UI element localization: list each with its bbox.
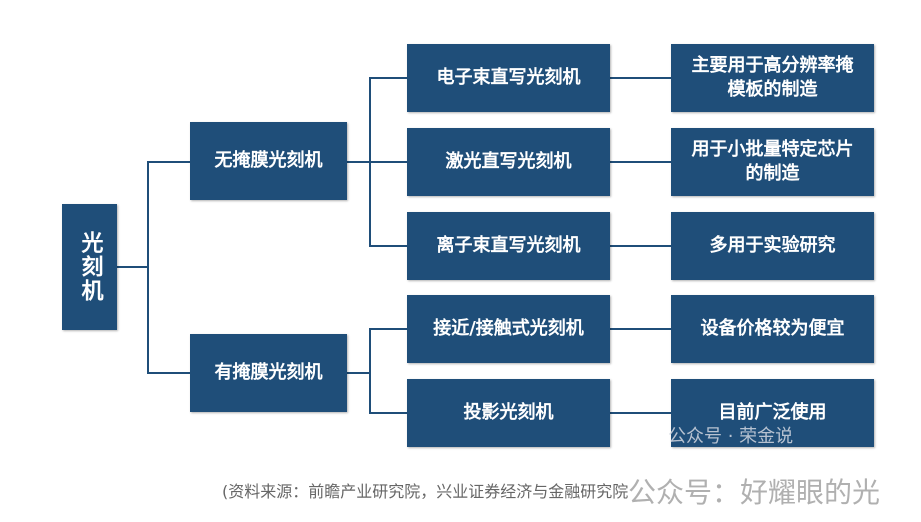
connector — [117, 266, 148, 268]
desc-projection: 目前广泛使用 — [671, 379, 874, 447]
node-maskless: 无掩膜光刻机 — [190, 122, 347, 200]
connector — [147, 372, 190, 374]
desc-ebeam: 主要用于高分辨率掩模板的制造 — [671, 44, 874, 112]
connector — [610, 77, 671, 79]
node-mask: 有掩膜光刻机 — [190, 334, 347, 412]
node-projection: 投影光刻机 — [407, 379, 610, 447]
connector — [610, 245, 671, 247]
desc-proximity-contact: 设备价格较为便宜 — [671, 295, 874, 363]
root-node: 光刻机 — [62, 204, 117, 330]
connector — [369, 328, 407, 330]
connector — [347, 372, 371, 374]
connector — [369, 412, 407, 414]
connector — [369, 245, 407, 247]
connector — [610, 161, 671, 163]
connector — [147, 161, 149, 374]
connector — [347, 161, 371, 163]
node-ion-beam: 离子束直写光刻机 — [407, 212, 610, 280]
connector — [610, 328, 671, 330]
watermark-top: 公众号 · 荣金说 — [668, 426, 794, 447]
source-caption: (资料来源：前瞻产业研究院，兴业证券经济与金融研究院 — [222, 482, 629, 501]
watermark-bottom: 公众号：好耀眼的光 — [628, 476, 881, 509]
connector — [369, 161, 407, 163]
connector — [610, 412, 671, 414]
connector — [147, 161, 190, 163]
connector — [369, 328, 371, 414]
desc-ion-beam: 多用于实验研究 — [671, 212, 874, 280]
connector — [369, 77, 407, 79]
node-ebeam: 电子束直写光刻机 — [407, 44, 610, 112]
node-proximity-contact: 接近/接触式光刻机 — [407, 295, 610, 363]
node-laser: 激光直写光刻机 — [407, 128, 610, 196]
desc-laser: 用于小批量特定芯片的制造 — [671, 128, 874, 196]
